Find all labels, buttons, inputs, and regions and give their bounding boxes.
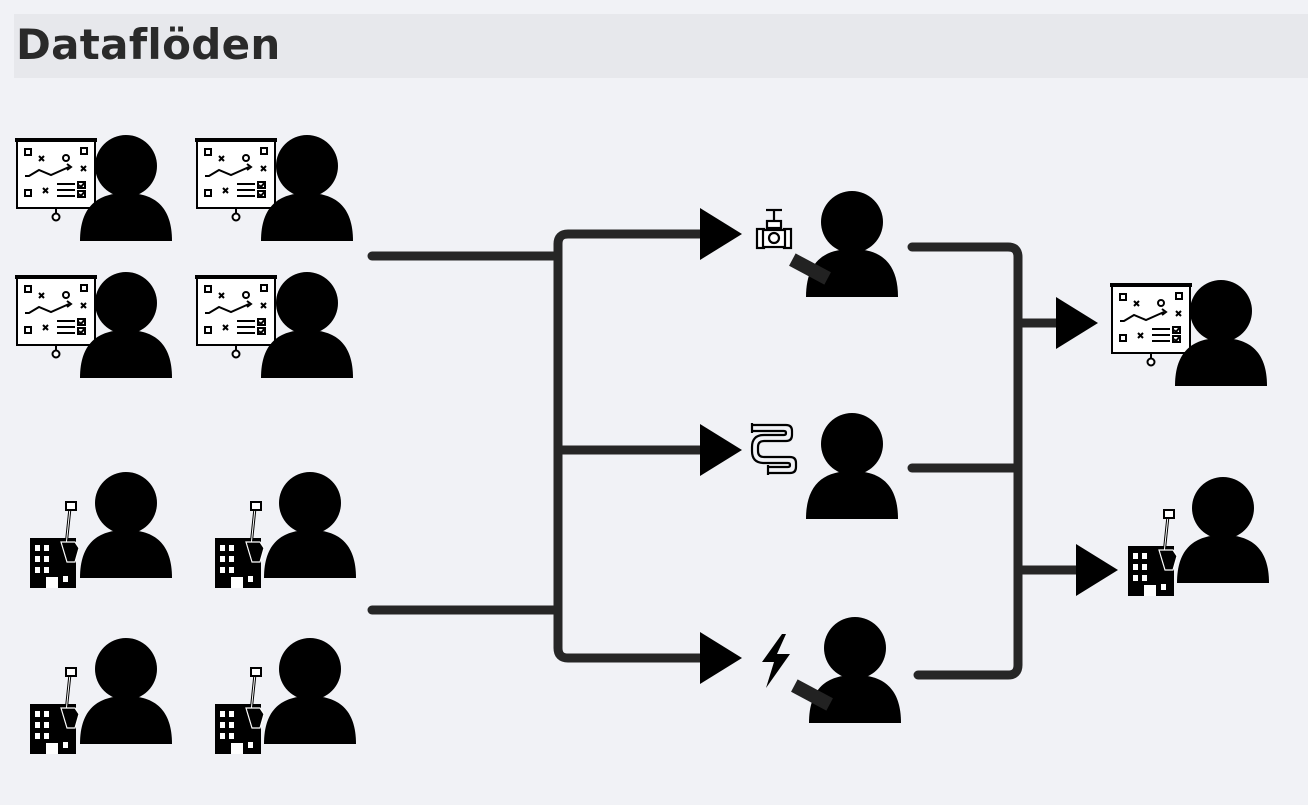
strategy-board-icon [193,275,279,360]
arrow-to-electricity [700,632,742,684]
property-owner-person [28,472,172,590]
strategy-board-icon [193,138,279,223]
flow-connectors [367,229,1083,680]
property-owner-group [28,472,356,756]
planner-person [193,135,353,241]
tool-handle-icon [791,679,833,711]
arrow-to-heating [700,424,742,476]
arrow-to-planner [1056,297,1098,349]
connector-water-out [907,242,1023,680]
electricity-utility-worker [762,617,901,723]
property-owner-person [28,638,172,756]
heating-utility-worker [750,413,898,519]
title-bar: Dataflöden [14,14,1308,78]
person-icon [80,638,172,744]
building-shovel-icon [28,500,81,590]
building-shovel-icon [213,666,266,756]
tool-handle-icon [789,253,831,285]
water-utility-worker [755,191,898,297]
planner-person [193,272,353,378]
building-shovel-icon [1126,508,1179,598]
property-owner-person [213,472,356,590]
recipient-planner [1108,280,1267,386]
person-icon [1177,477,1269,583]
heating-pipe-icon [750,421,798,477]
lightning-icon [762,634,790,688]
planner-person [13,272,172,378]
person-icon [80,472,172,578]
strategy-board-icon [13,138,99,223]
person-icon [264,472,356,578]
person-icon [806,413,898,519]
building-shovel-icon [213,500,266,590]
arrow-to-water [700,208,742,260]
recipient-property-owner [1126,477,1269,598]
arrow-to-owner [1076,544,1118,596]
strategy-board-icon [13,275,99,360]
water-valve-icon [755,208,793,250]
strategy-board-icon [1108,283,1194,368]
planner-group [13,135,353,378]
planner-person [13,135,172,241]
person-icon [264,638,356,744]
building-shovel-icon [28,666,81,756]
property-owner-person [213,638,356,756]
page-title: Dataflöden [16,20,281,69]
